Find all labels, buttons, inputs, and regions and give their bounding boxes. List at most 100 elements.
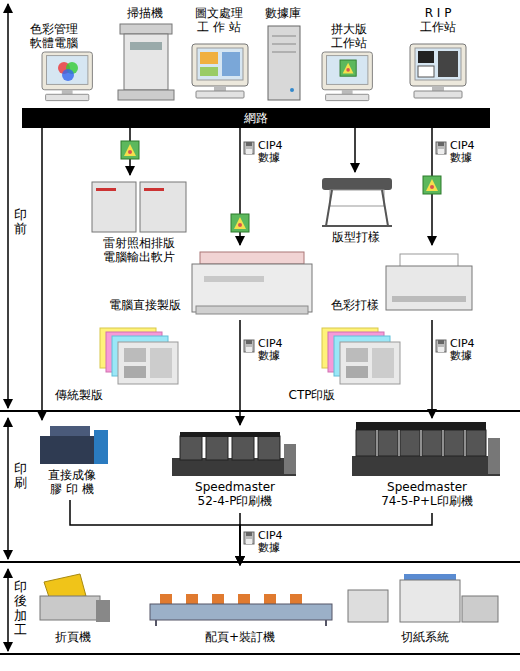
computer-icon (200, 67, 218, 76)
imagesetter (140, 182, 186, 232)
paper-cutter (462, 596, 498, 622)
equipment-caption: 圖文處理 工 作 站 (193, 6, 245, 34)
equipment-caption: 傳統製版 (52, 388, 106, 402)
connector (70, 500, 240, 565)
equipment-caption: R I P 工作站 (418, 6, 458, 34)
binding-machine (238, 594, 250, 604)
stage-label: 印刷 (14, 462, 27, 491)
folding-machine (40, 596, 100, 620)
database-server (268, 26, 300, 100)
database-server (272, 52, 296, 53)
stage-axis (7, 569, 9, 651)
database-server (268, 26, 300, 100)
data-icon (436, 340, 446, 352)
equipment: R I P 工作站 (400, 4, 476, 102)
data-icon (436, 142, 446, 154)
ctp-platesetter (200, 252, 304, 264)
plotter (322, 225, 392, 227)
equipment-caption: CTP印版 (282, 388, 342, 402)
equipment: 色彩管理軟體電腦 (24, 20, 104, 102)
equipment-caption: 色彩管理軟體電腦 (28, 22, 80, 50)
plotter (322, 178, 392, 190)
printing-press (444, 430, 464, 456)
equipment: Speedmaster 52-4-P印刷機 (160, 425, 310, 513)
equipment: 數據庫 (258, 4, 308, 102)
printing-plates (100, 328, 178, 384)
binding-machine (150, 604, 332, 620)
data-label: CIP4 數據 (450, 338, 480, 362)
printing-press (40, 422, 500, 476)
equipment-caption: 色彩打樣 (328, 298, 382, 312)
data-label: CIP4 數據 (450, 140, 480, 164)
data-icon (244, 532, 254, 544)
data-icon (423, 176, 441, 194)
stage-label: 印前 (14, 208, 27, 237)
binding-machine (155, 620, 157, 626)
binding-machine (325, 620, 327, 626)
computer-icon (438, 51, 458, 77)
data-label: CIP4 數據 (258, 140, 288, 164)
ctp-platesetter (196, 306, 308, 314)
computer-icon (322, 52, 372, 101)
paper-cutter (400, 580, 460, 622)
printing-press (422, 430, 442, 456)
stage-axis (7, 4, 9, 408)
scanner (124, 34, 168, 90)
computer-icon (42, 52, 92, 101)
imagesetter (92, 182, 186, 232)
equipment: 版型打樣 (318, 172, 394, 246)
computer-icon (418, 66, 434, 77)
equipment: 雷射照相排版電腦輸出軟片 (86, 175, 190, 270)
connector (240, 513, 432, 565)
computer-icon (410, 44, 466, 98)
equipment: Speedmaster 74-5-P+L印刷機 (340, 418, 504, 513)
folding-machine (40, 574, 110, 622)
imagesetter (144, 188, 164, 191)
binding-machine (290, 594, 302, 604)
computer-icon (42, 44, 466, 101)
connector (41, 128, 43, 420)
equipment-caption: 掃描機 (124, 6, 166, 20)
database-server (272, 36, 296, 37)
ctp-platesetter (192, 264, 312, 312)
stage-label: 印後加工 (14, 580, 27, 637)
database-server (290, 88, 294, 92)
printing-press (352, 456, 500, 476)
equipment: 配頁+裝訂機 (144, 572, 338, 650)
data-icon (244, 340, 254, 352)
printing-press (258, 436, 280, 460)
scanner (130, 42, 162, 50)
imagesetter (92, 182, 136, 232)
printing-press (466, 430, 486, 456)
printing-plates (100, 328, 400, 384)
equipment-caption: Speedmaster 74-5-P+L印刷機 (378, 480, 476, 508)
printing-press (284, 444, 296, 474)
binding-machine (212, 594, 224, 604)
color-proofer (392, 296, 466, 302)
connector (431, 320, 433, 418)
ctp-platesetter (204, 276, 264, 282)
equipment-caption: 直接成像 膠 印 機 (44, 468, 100, 496)
equipment: 色彩打樣 (326, 245, 476, 320)
equipment: 折頁機 (30, 572, 116, 650)
printing-press (400, 430, 420, 456)
printing-press (180, 432, 280, 437)
computer-icon (222, 52, 240, 76)
equipment: 圖文處理 工 作 站 (184, 4, 254, 102)
stage-axis (8, 4, 9, 651)
binding-machine (186, 594, 198, 604)
data-label: CIP4 數據 (258, 338, 288, 362)
binding-machine (150, 594, 332, 626)
printing-press (356, 422, 486, 430)
equipment-caption: 數據庫 (262, 6, 304, 20)
equipment-caption: 拼大版工作站 (328, 22, 370, 50)
equipment: 傳統製版 (50, 325, 182, 405)
computer-icon (340, 60, 356, 76)
plotter (330, 190, 384, 206)
data-icon (231, 214, 249, 232)
equipment-caption: 版型打樣 (330, 230, 382, 244)
plotter (326, 190, 332, 226)
printing-press (94, 430, 108, 464)
